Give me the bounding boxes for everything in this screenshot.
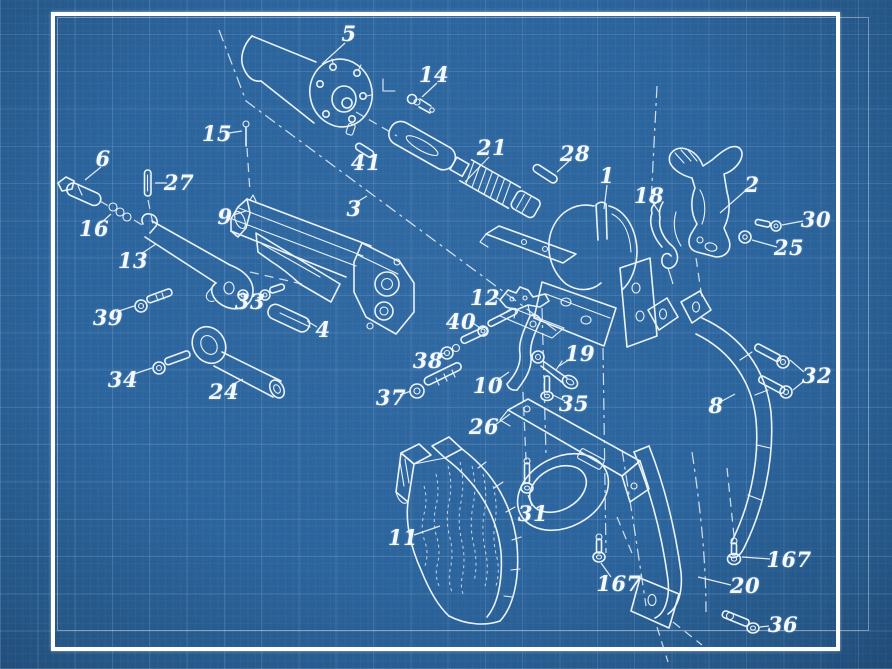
- part-39-screw-drawing: [135, 288, 173, 312]
- part-41-pin-drawing: [354, 142, 375, 159]
- part-6-latch-drawing: [58, 177, 103, 208]
- part-10-trigger-drawing: [507, 315, 541, 390]
- part-14-nipple-drawing: [408, 95, 435, 114]
- part-27-pin-drawing: [145, 170, 152, 196]
- part-20-strap-drawing: [631, 446, 681, 628]
- part-167-screw-left-drawing: [593, 534, 605, 562]
- part-5-cylinder-drawing: [242, 36, 395, 136]
- part-18-spring-drawing: [651, 202, 681, 247]
- part-1-frame-drawing: [480, 202, 657, 347]
- part-16-spring-drawing: [109, 203, 131, 221]
- part-30-screw-drawing: [755, 219, 781, 231]
- label-leader-lines: [85, 43, 804, 627]
- part-34-screw-drawing: [153, 350, 191, 374]
- part-11-grip-drawing: [396, 437, 521, 624]
- part-15-pin-drawing: [243, 121, 249, 146]
- part-35-screw-drawing: [541, 376, 553, 401]
- part-33-screw-drawing: [260, 283, 285, 300]
- part-4-plunger-drawing: [266, 302, 312, 334]
- inner-bright-border: [51, 12, 840, 651]
- part-32-screws-drawing: [754, 343, 792, 398]
- part-37-screw-drawing: [410, 361, 462, 398]
- part-26-trigger-guard-plate-drawing: [500, 399, 649, 545]
- alignment-dash-lines: [100, 30, 734, 662]
- outer-faint-border: [57, 17, 869, 631]
- part-36-screw-drawing: [721, 610, 759, 633]
- part-25-washer-drawing: [739, 231, 751, 243]
- part-19-hand-drawing: [532, 351, 580, 391]
- part-24-rammer-drawing: [186, 321, 288, 401]
- part-3-barrel-drawing: [231, 195, 414, 334]
- part-7-spring-curl-drawing: [662, 244, 678, 268]
- part-8-backstrap-drawing: [648, 291, 772, 558]
- part-2-hammer-drawing: [669, 147, 742, 257]
- part-21-rod-spring-drawing: [385, 117, 543, 221]
- part-167-screw-right-drawing: [728, 538, 741, 565]
- part-31-screw-drawing: [521, 458, 533, 493]
- part-28-pin-drawing: [532, 163, 559, 184]
- part-13-loading-lever-drawing: [142, 214, 253, 309]
- part-38-screw-drawing: [441, 326, 488, 359]
